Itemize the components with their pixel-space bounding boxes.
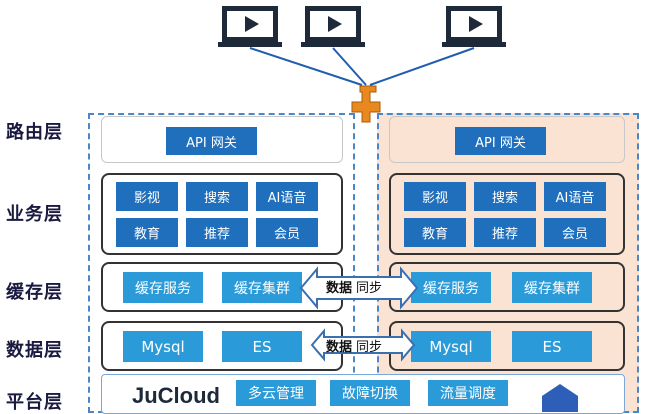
right-data-mysql[interactable]: Mysql: [411, 331, 491, 362]
right-service-3[interactable]: 教育: [404, 218, 466, 247]
right-cache-cluster[interactable]: 缓存集群: [512, 272, 592, 303]
client-link-line: [369, 47, 475, 86]
layer-label-data: 数据层: [6, 340, 63, 361]
left-cache-cluster[interactable]: 缓存集群: [222, 272, 302, 303]
client-link-line: [332, 47, 367, 86]
right-cache-service[interactable]: 缓存服务: [411, 272, 491, 303]
clients-and-links: [218, 6, 506, 86]
right-service-1[interactable]: 搜索: [474, 182, 536, 211]
right-data-es[interactable]: ES: [512, 331, 592, 362]
left-service-5[interactable]: 会员: [256, 218, 318, 247]
right-service-4[interactable]: 推荐: [474, 218, 536, 247]
layer-label-routing: 路由层: [6, 122, 63, 143]
right-service-2[interactable]: AI语音: [544, 182, 606, 211]
layer-label-cache: 缓存层: [6, 282, 63, 303]
monitor-icon: [218, 6, 282, 47]
left-data-mysql[interactable]: Mysql: [123, 331, 203, 362]
left-service-1[interactable]: 搜索: [186, 182, 248, 211]
monitor-icon: [301, 6, 365, 47]
platform-item-0[interactable]: 多云管理: [236, 380, 316, 406]
platform-logo-icon: [542, 384, 578, 412]
platform-item-2[interactable]: 流量调度: [428, 380, 508, 406]
cache-sync-arrow: [299, 266, 419, 310]
platform-item-1[interactable]: 故障切换: [330, 380, 410, 406]
layer-label-business: 业务层: [6, 204, 63, 225]
right-api-gateway[interactable]: API 网关: [455, 127, 546, 155]
right-business-box: [389, 173, 625, 255]
monitor-icon: [442, 6, 506, 47]
left-business-box: [101, 173, 343, 255]
layer-label-platform: 平台层: [6, 392, 63, 413]
right-service-0[interactable]: 影视: [404, 182, 466, 211]
cache-sync-label-b: 同步: [356, 281, 383, 296]
left-service-0[interactable]: 影视: [116, 182, 178, 211]
client-link-line: [249, 47, 363, 86]
left-service-4[interactable]: 推荐: [186, 218, 248, 247]
left-api-gateway[interactable]: API 网关: [166, 127, 257, 155]
platform-brand: JuCloud: [132, 383, 220, 408]
data-sync-label-b: 同步: [356, 340, 383, 355]
cache-sync-label-a: 数据: [326, 281, 353, 296]
left-service-3[interactable]: 教育: [116, 218, 178, 247]
left-cache-service[interactable]: 缓存服务: [123, 272, 203, 303]
router-icon: [351, 85, 381, 123]
data-sync-arrow: [310, 328, 416, 362]
left-service-2[interactable]: AI语音: [256, 182, 318, 211]
data-sync-label-a: 数据: [326, 340, 353, 355]
right-service-5[interactable]: 会员: [544, 218, 606, 247]
left-data-es[interactable]: ES: [222, 331, 302, 362]
